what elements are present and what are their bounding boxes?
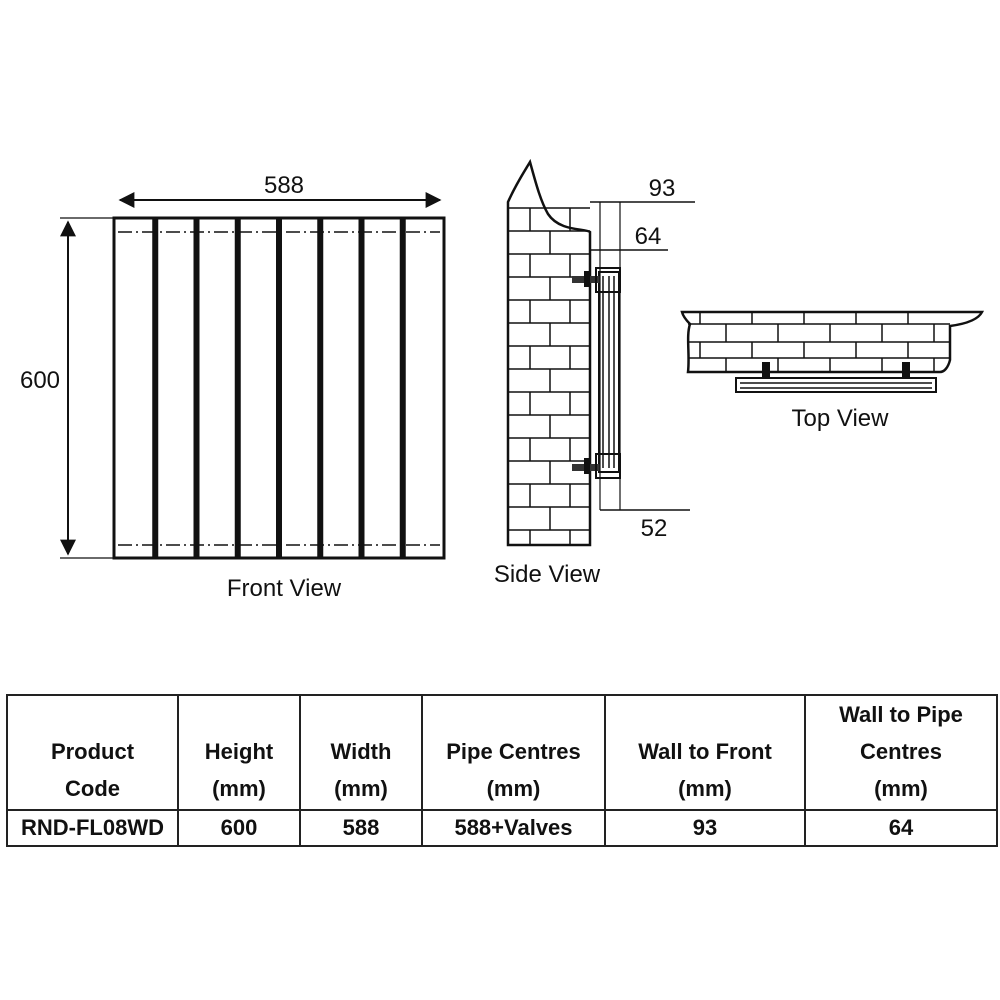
header-line: Height bbox=[204, 739, 274, 764]
header-line: (mm) bbox=[678, 776, 732, 801]
column-divider bbox=[193, 218, 200, 558]
top-bracket-right bbox=[902, 362, 910, 382]
column-divider bbox=[358, 218, 365, 558]
column-divider bbox=[317, 218, 324, 558]
table-cell: 93 bbox=[604, 809, 806, 847]
top-view: Top View bbox=[680, 310, 985, 432]
table-header-cell: Width (mm) bbox=[299, 694, 423, 811]
table-cell: 64 bbox=[804, 809, 998, 847]
radiator-columns bbox=[152, 218, 406, 558]
column-divider bbox=[152, 218, 159, 558]
header-line: Pipe Centres bbox=[446, 739, 581, 764]
table-header-cell: Pipe Centres (mm) bbox=[421, 694, 606, 811]
header-line: Wall to Pipe bbox=[839, 702, 963, 727]
column-divider bbox=[276, 218, 282, 558]
column-divider bbox=[399, 218, 406, 558]
side-view: 93 64 52 Side View bbox=[494, 158, 695, 588]
top-wall-bricks bbox=[688, 312, 950, 372]
table-cell: 588+Valves bbox=[421, 809, 606, 847]
header-line: (mm) bbox=[486, 776, 541, 801]
top-radiator-body bbox=[735, 377, 937, 393]
header-line: Centres bbox=[860, 739, 942, 764]
header-line: Width bbox=[330, 739, 392, 764]
header-line: Wall to Front bbox=[638, 739, 772, 764]
front-view: 588 600 Front View bbox=[20, 172, 446, 602]
table-cell: 600 bbox=[177, 809, 301, 847]
width-dimension-label: 588 bbox=[264, 172, 304, 199]
top-view-label: Top View bbox=[792, 405, 890, 432]
table-header-cell: Wall to Front (mm) bbox=[604, 694, 806, 811]
bottom-dimension-label: 52 bbox=[641, 515, 668, 542]
header-line: (mm) bbox=[212, 776, 266, 801]
header-line: (mm) bbox=[334, 776, 388, 801]
wall-outline bbox=[506, 158, 592, 547]
table-header-cell: Height (mm) bbox=[177, 694, 301, 811]
front-view-label: Front View bbox=[227, 575, 342, 602]
side-view-label: Side View bbox=[494, 561, 601, 588]
top-bracket-left bbox=[762, 362, 770, 382]
table-cell: RND-FL08WD bbox=[6, 809, 179, 847]
wall-to-pipe-label: 64 bbox=[635, 223, 662, 250]
technical-drawing: 588 600 Front View 93 bbox=[20, 158, 985, 602]
wall-bricks bbox=[508, 207, 590, 545]
column-divider bbox=[234, 218, 241, 558]
header-line: Product bbox=[50, 739, 135, 764]
height-dimension-label: 600 bbox=[20, 367, 60, 394]
wall-to-front-label: 93 bbox=[649, 175, 676, 202]
header-line: Code bbox=[65, 776, 120, 801]
table-cell: 588 bbox=[299, 809, 423, 847]
header-line: (mm) bbox=[874, 776, 928, 801]
